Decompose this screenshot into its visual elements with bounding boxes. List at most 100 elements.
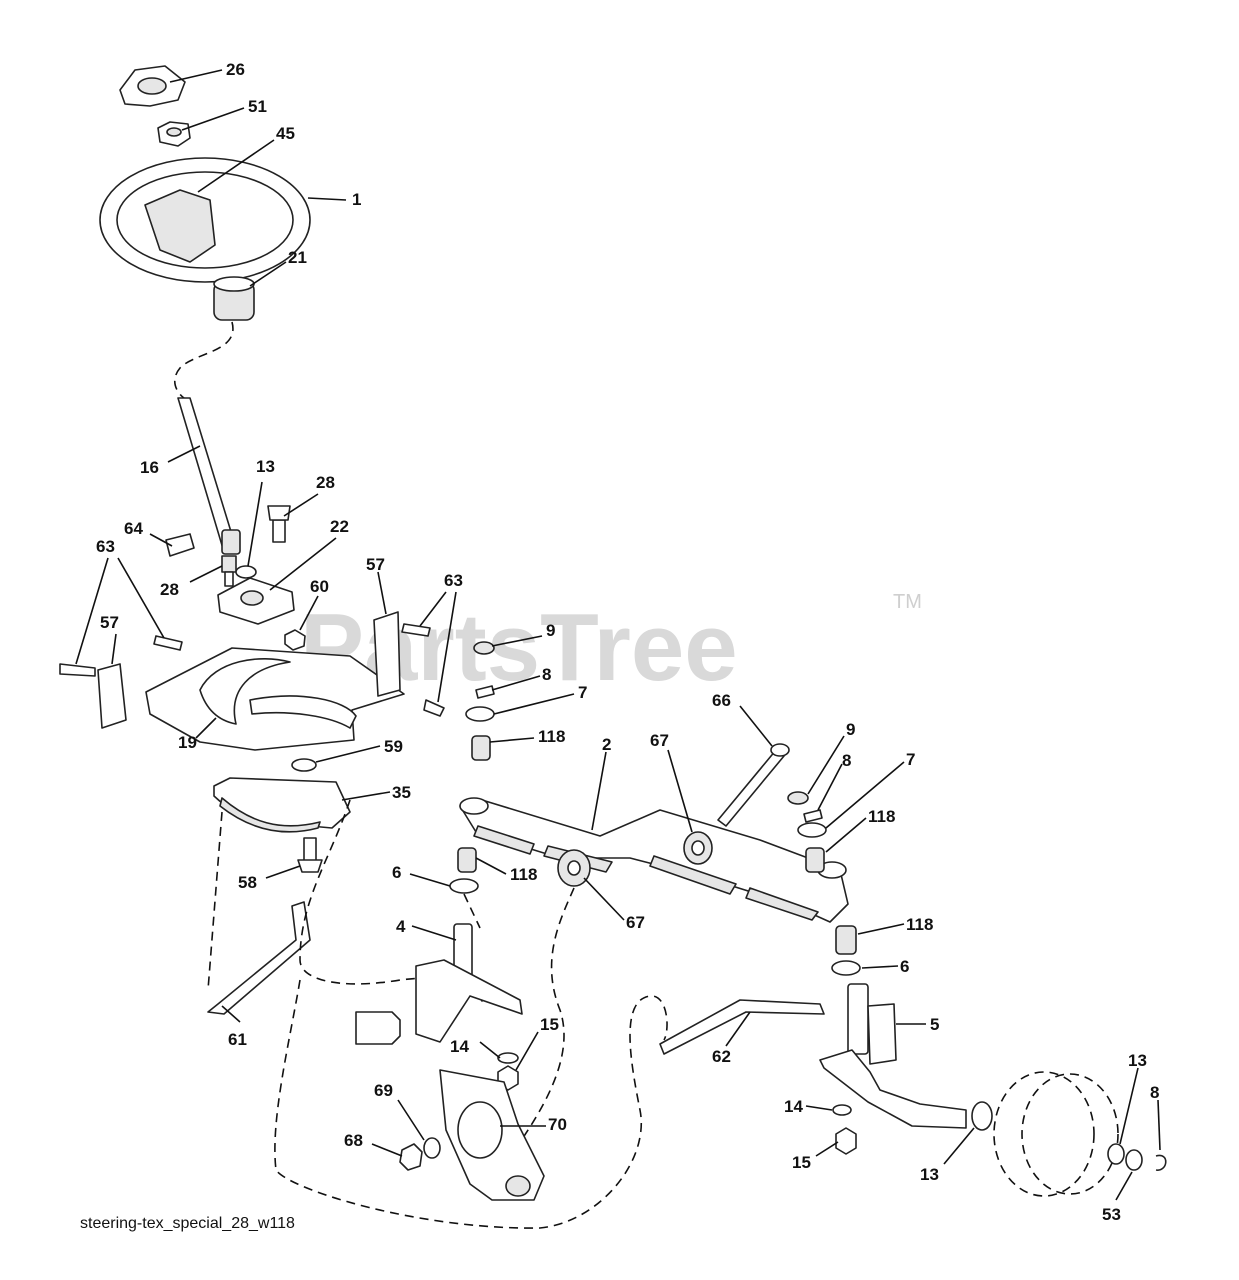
callout-15-left[interactable]: 15 xyxy=(540,1015,559,1034)
nut-60-part[interactable] xyxy=(284,629,306,651)
callout-63-left[interactable]: 63 xyxy=(96,537,115,556)
callout-8-wheel[interactable]: 8 xyxy=(1150,1083,1159,1102)
bushing-118-b-part[interactable] xyxy=(805,847,825,873)
bushing-118-d-part[interactable] xyxy=(835,925,857,955)
nut-15-right-part[interactable] xyxy=(835,1127,857,1155)
nut-68-part[interactable] xyxy=(399,1143,423,1171)
cap-9-left-part[interactable] xyxy=(473,641,495,655)
callout-118-a[interactable]: 118 xyxy=(538,727,565,746)
bolt-63-far-left-part[interactable] xyxy=(59,663,96,677)
washer-6-left-part[interactable] xyxy=(449,878,479,894)
washer-14-right-part[interactable] xyxy=(832,1104,852,1116)
callout-64[interactable]: 64 xyxy=(124,519,143,538)
callout-118-b[interactable]: 118 xyxy=(868,807,895,826)
bolt-28-left-part[interactable] xyxy=(221,555,237,587)
callout-35[interactable]: 35 xyxy=(392,783,411,802)
callout-4[interactable]: 4 xyxy=(396,917,406,936)
tie-rod-62-part[interactable] xyxy=(659,999,825,1055)
callout-8-left[interactable]: 8 xyxy=(542,665,551,684)
washer-7-right-part[interactable] xyxy=(797,822,827,838)
ring-8-left-part[interactable] xyxy=(475,685,495,699)
bushing-118-c-part[interactable] xyxy=(457,847,477,873)
washer-6-right-part[interactable] xyxy=(831,960,861,976)
washer-69-part[interactable] xyxy=(423,1137,441,1159)
plate-57-right-part[interactable] xyxy=(373,611,401,697)
callout-66[interactable]: 66 xyxy=(712,691,731,710)
callout-57-right[interactable]: 57 xyxy=(366,555,385,574)
callout-22[interactable]: 22 xyxy=(330,517,349,536)
spindle-5-part[interactable] xyxy=(819,983,967,1129)
callout-63-right[interactable]: 63 xyxy=(444,571,463,590)
callout-118-c[interactable]: 118 xyxy=(510,865,537,884)
washer-67-b-part[interactable] xyxy=(557,849,591,887)
washer-13-wheel-part[interactable] xyxy=(971,1101,993,1131)
callout-45[interactable]: 45 xyxy=(276,124,295,143)
spindle-4-part[interactable] xyxy=(355,923,523,1045)
bolt-63-left-part[interactable] xyxy=(153,635,183,651)
callout-60[interactable]: 60 xyxy=(310,577,329,596)
callout-57-left[interactable]: 57 xyxy=(100,613,119,632)
bolt-28-top-part[interactable] xyxy=(267,505,291,543)
callout-7-left[interactable]: 7 xyxy=(578,683,587,702)
washer-7-left-part[interactable] xyxy=(465,706,495,722)
callout-51[interactable]: 51 xyxy=(248,97,267,116)
callout-58[interactable]: 58 xyxy=(238,873,257,892)
nut-51-part[interactable] xyxy=(157,121,191,147)
steering-wheel-part[interactable] xyxy=(99,157,311,283)
plate-57-left-part[interactable] xyxy=(97,663,127,729)
steering-shaft-part[interactable] xyxy=(177,397,241,555)
callout-2[interactable]: 2 xyxy=(602,735,611,754)
bolt-66-part[interactable] xyxy=(717,743,790,827)
sector-gear-35-part[interactable] xyxy=(213,777,351,833)
ring-8-right-part[interactable] xyxy=(803,809,823,823)
callout-9-right[interactable]: 9 xyxy=(846,720,855,739)
callout-1[interactable]: 1 xyxy=(352,190,361,209)
bolt-58-part[interactable] xyxy=(297,837,323,873)
washer-53-part[interactable] xyxy=(1125,1149,1143,1171)
callout-19[interactable]: 19 xyxy=(178,733,197,752)
bushing-13-part[interactable] xyxy=(235,565,257,579)
callout-9-left[interactable]: 9 xyxy=(546,621,555,640)
callout-59[interactable]: 59 xyxy=(384,737,403,756)
callout-68[interactable]: 68 xyxy=(344,1131,363,1150)
callout-7-right[interactable]: 7 xyxy=(906,750,915,769)
ring-8-wheel-part[interactable] xyxy=(1155,1154,1167,1171)
clip-64-part[interactable] xyxy=(165,533,195,557)
bushing-118-a-part[interactable] xyxy=(471,735,491,761)
callout-53[interactable]: 53 xyxy=(1102,1205,1121,1224)
steering-cap-part[interactable] xyxy=(119,65,186,107)
washer-67-a-part[interactable] xyxy=(683,831,713,865)
callout-6-right[interactable]: 6 xyxy=(900,957,909,976)
cap-9-right-part[interactable] xyxy=(787,791,809,805)
callout-21[interactable]: 21 xyxy=(288,248,307,267)
callout-69[interactable]: 69 xyxy=(374,1081,393,1100)
axle-2-part[interactable] xyxy=(459,797,849,923)
callout-13-outer[interactable]: 13 xyxy=(1128,1051,1147,1070)
bolt-63-lower-part[interactable] xyxy=(423,699,445,717)
callout-26[interactable]: 26 xyxy=(226,60,245,79)
drag-link-61-part[interactable] xyxy=(207,901,311,1015)
bracket-70-part[interactable] xyxy=(439,1069,545,1201)
callout-118-d[interactable]: 118 xyxy=(906,915,933,934)
washer-14-left-part[interactable] xyxy=(497,1052,519,1064)
callout-6-left[interactable]: 6 xyxy=(392,863,401,882)
callout-5[interactable]: 5 xyxy=(930,1015,939,1034)
adapter-21-part[interactable] xyxy=(213,276,255,321)
bracket-22-part[interactable] xyxy=(217,577,295,625)
callout-16[interactable]: 16 xyxy=(140,458,159,477)
callout-8-right[interactable]: 8 xyxy=(842,751,851,770)
washer-13-outer-part[interactable] xyxy=(1107,1143,1125,1165)
callout-28-top[interactable]: 28 xyxy=(316,473,335,492)
callout-62[interactable]: 62 xyxy=(712,1047,731,1066)
callout-28-left[interactable]: 28 xyxy=(160,580,179,599)
callout-61[interactable]: 61 xyxy=(228,1030,247,1049)
callout-14-left[interactable]: 14 xyxy=(450,1037,469,1056)
callout-67-a[interactable]: 67 xyxy=(650,731,669,750)
callout-13-top[interactable]: 13 xyxy=(256,457,275,476)
washer-59-part[interactable] xyxy=(291,758,317,772)
callout-14-right[interactable]: 14 xyxy=(784,1097,803,1116)
callout-70[interactable]: 70 xyxy=(548,1115,567,1134)
callout-13-wheel[interactable]: 13 xyxy=(920,1165,939,1184)
bolt-63-right-part[interactable] xyxy=(401,623,431,637)
callout-67-b[interactable]: 67 xyxy=(626,913,645,932)
